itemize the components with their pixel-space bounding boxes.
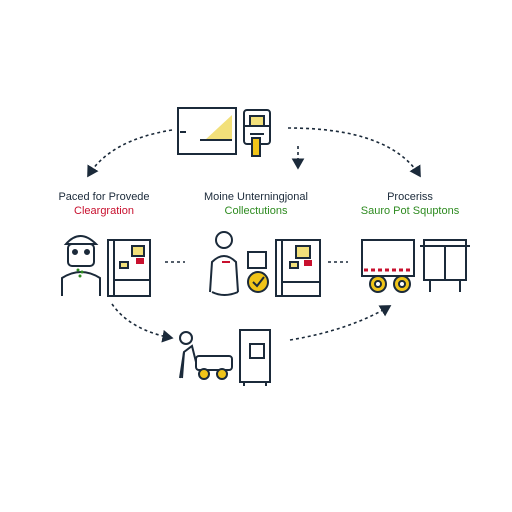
- truck-icon: [361, 239, 415, 293]
- stage-title-right: Proceriss: [387, 191, 433, 203]
- stage-title-mid: Moine Unterningjonal: [204, 191, 308, 203]
- shredder-icon: [243, 109, 271, 157]
- stage-label-mid: Moine Unterningjonal Collectutions: [204, 190, 308, 218]
- cabinet-icon: [275, 239, 321, 297]
- worker-icon: [61, 235, 101, 296]
- cabinet-icon: [107, 239, 151, 297]
- document-icon: [177, 107, 237, 155]
- kiosk-icon: [239, 329, 271, 386]
- stage-title-left: Paced for Provede: [58, 191, 150, 203]
- stage-subtitle-mid: Collectutions: [224, 205, 288, 217]
- arrow-left-to-bottom: [111, 303, 174, 343]
- person-with-cart-icon: [209, 231, 269, 296]
- worker-pushing-cart-icon: [179, 331, 233, 380]
- stage-subtitle-left: Cleargration: [74, 205, 134, 217]
- stage-label-right: Proceriss Sauro Pot Squptons: [361, 190, 459, 218]
- arrow-top-to-left: [87, 129, 173, 178]
- arrow-top-to-right: [287, 127, 421, 178]
- compactor-icon: [420, 239, 470, 292]
- cycle-arrows: [87, 127, 421, 343]
- arrow-bottom-to-right: [289, 305, 392, 341]
- stage-subtitle-right: Sauro Pot Squptons: [360, 205, 460, 217]
- stage-label-left: Paced for Provede Cleargration: [58, 190, 149, 218]
